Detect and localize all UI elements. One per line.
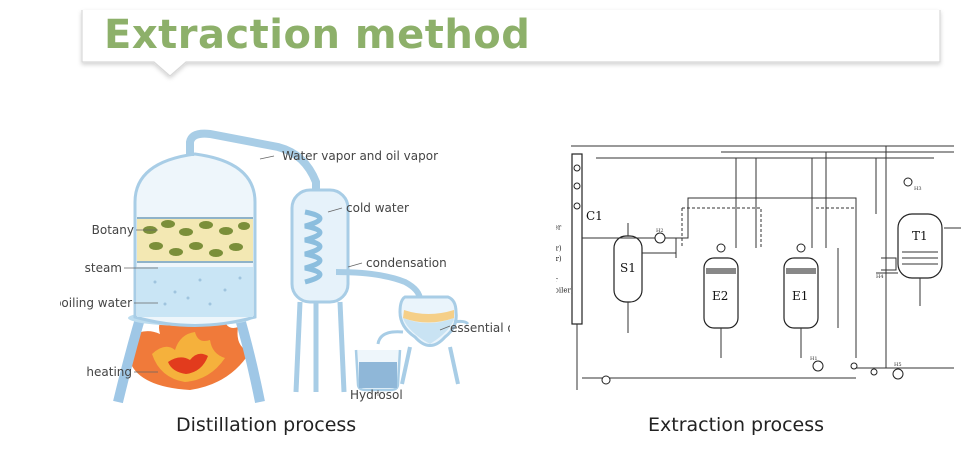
label-e1: E1: [792, 289, 808, 303]
legend-item: H4: U-tube cooler: [556, 276, 558, 284]
extractor-e2: E2: [703, 243, 739, 358]
label-vapor: Water vapor and oil vapor: [282, 149, 438, 163]
label-boiling-water: boiling water: [60, 296, 132, 310]
hydrosol-beaker: [354, 349, 402, 392]
still-vessel: [133, 152, 257, 327]
legend-item: H1: Heater (coiler): [556, 245, 562, 253]
pump-h2: H2: [654, 228, 666, 244]
label-c1: C1: [586, 209, 603, 223]
label-t1: T1: [912, 229, 928, 243]
separator-s1: S1: [613, 223, 643, 333]
label-heating: heating: [86, 365, 132, 379]
label-condensation: condensation: [366, 256, 447, 270]
tag-h3: H3: [914, 186, 922, 192]
drain-pump: [601, 375, 611, 385]
banner-shape: [81, 10, 941, 77]
label-hydrosol: Hydrosol: [350, 388, 403, 402]
tag-h5: H5: [894, 362, 902, 368]
distillation-caption: Distillation process: [176, 414, 357, 436]
legend-item: C1: Column heater: [556, 224, 562, 232]
pump-h1: H1: [810, 356, 824, 372]
distillation-diagram: Water vapor and oil vapor cold water con…: [60, 129, 510, 404]
extractor-e1: E1: [783, 243, 819, 358]
page-title: Extraction method: [104, 12, 531, 58]
label-s1: S1: [620, 261, 636, 275]
label-cold-water: cold water: [346, 201, 409, 215]
tag-h2: H2: [656, 228, 664, 234]
label-essential-oil: essential oil: [450, 321, 510, 335]
label-e2: E2: [712, 289, 728, 303]
working-tank-t1: T1 H3: [897, 177, 943, 306]
cooler-h4: H4: [876, 257, 897, 280]
column-heater-c1: C1: [571, 153, 603, 390]
condenser-coil: [290, 188, 423, 393]
separator-flask: [376, 295, 470, 385]
label-steam: steam: [85, 261, 122, 275]
legend: E1: ExtractorE2: ExtractorS1: SeparatorC…: [556, 224, 574, 295]
precooler-h5: H5: [892, 362, 904, 380]
legend-item: H5: Pre-cooler (coiler): [556, 287, 574, 295]
extraction-caption: Extraction process: [648, 414, 825, 436]
tag-h4: H4: [876, 274, 884, 280]
tag-h1: H1: [810, 356, 818, 362]
label-botany: Botany: [92, 223, 134, 237]
legend-item: H2: Heater (coiler): [556, 255, 562, 263]
title-banner: Extraction method: [81, 10, 941, 77]
extraction-diagram: E1: ExtractorE2: ExtractorS1: SeparatorC…: [556, 145, 961, 390]
vapor-pipe: [186, 129, 320, 217]
